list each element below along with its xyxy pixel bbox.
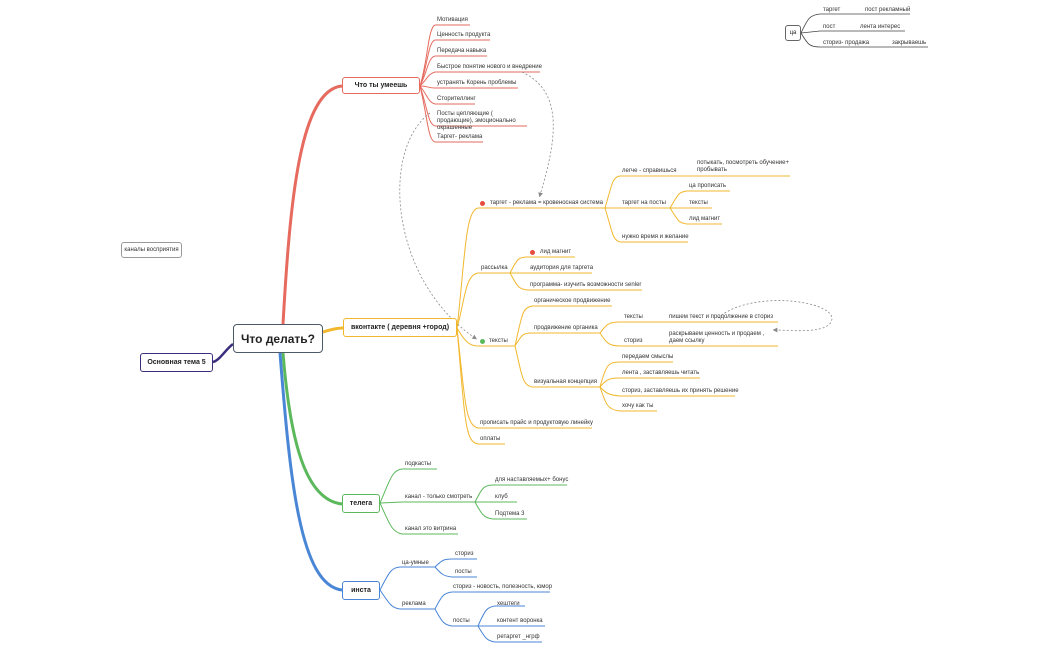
subtopic-organic[interactable]: органическое продвижение [534, 298, 611, 304]
qa-row-left[interactable]: пост [823, 24, 836, 30]
qa-row-left[interactable]: таргет [823, 7, 841, 13]
subtopic-mailing-child[interactable]: программа- изучить возможности senler [530, 282, 642, 288]
subtopic-target-posts-child[interactable]: лид магнит [689, 216, 721, 222]
subtopic-mailing-child[interactable]: аудитория для таргета [530, 265, 594, 271]
qa-row-right[interactable]: пост рекламный [865, 7, 911, 13]
subtopic-texts[interactable]: тексты [489, 338, 508, 344]
subtopic-easier[interactable]: легче - справишься [622, 168, 677, 174]
topic-telega[interactable]: телега [342, 494, 380, 513]
subtopic-target[interactable]: таргет - реклама = кровеносная система [490, 200, 603, 206]
root-to-skills-connector [281, 84, 343, 325]
subtopic-target-posts-child[interactable]: тексты [689, 200, 708, 206]
subtopic-visual-child[interactable]: хочу как ты [622, 403, 654, 409]
relation-arrow-2 [399, 112, 477, 340]
subtopic-mailing-child[interactable]: лид магнит [540, 249, 572, 255]
subtopic-smart-child[interactable]: посты [455, 569, 472, 575]
subtopic-visual-child[interactable]: передаем смыслы [622, 354, 674, 360]
red-marker-icon [530, 250, 535, 255]
subtopic-smart[interactable]: ца-умные [402, 560, 429, 566]
subtopic-channel[interactable]: канал - только смотреть [405, 494, 473, 500]
root-to-telega-connector [281, 352, 343, 506]
subtopic-smart-child[interactable]: сториз [455, 551, 474, 557]
subtopic-ads-posts-child[interactable]: ретаргет _нгрф [497, 634, 540, 640]
subtopic-mailing[interactable]: рассылка [481, 265, 508, 271]
topic-insta[interactable]: инста [342, 581, 380, 600]
subtopic-ads-posts[interactable]: посты [453, 618, 470, 624]
subtopic-visual-child[interactable]: лента , заставляешь читать [622, 370, 700, 376]
relation-arrow-1 [521, 71, 554, 198]
subtopic-podcasts[interactable]: подкасты [405, 461, 432, 467]
topic-vk[interactable]: вконтакте ( деревня +город) [343, 318, 457, 337]
floating-topic[interactable]: каналы восприятия [121, 242, 182, 258]
subtopic-target-posts[interactable]: таргет на посты [622, 200, 666, 206]
telega-branch-lines [379, 468, 567, 535]
subtopic-ads-posts-child[interactable]: контент воронка [497, 618, 543, 624]
root-topic[interactable]: Что делать? [233, 324, 323, 353]
vk-branch-lines [456, 175, 790, 445]
relation-arrow-3 [717, 300, 833, 333]
skills-branch-lines [419, 24, 540, 143]
subtopic-ads-posts-child[interactable]: хештеги [497, 601, 520, 607]
subtopic-organic-promo[interactable]: продвижение органика [534, 325, 598, 331]
subtopic-ads[interactable]: реклама [402, 601, 426, 607]
main-topic-5[interactable]: Основная тема 5 [140, 353, 213, 372]
red-marker-icon [480, 201, 485, 206]
subtopic-promo-texts[interactable]: тексты [624, 314, 643, 320]
qa-row-right[interactable]: лента интерес [860, 24, 901, 30]
qa-row-right[interactable]: закрываешь [892, 40, 927, 46]
subtopic-channel-child[interactable]: клуб [495, 494, 508, 500]
subtopic-skill[interactable]: Передача навыка [437, 48, 487, 54]
root-to-vk-connector [322, 326, 344, 334]
subtopic-promo-texts-child[interactable]: пишем текст и продолжение в сториз [669, 314, 774, 320]
subtopic-promo-stories-child[interactable]: раскрываем ценность и продаем , даем ссы… [669, 331, 765, 344]
subtopic-promo-stories[interactable]: сториз [624, 338, 643, 344]
subtopic-visual-child[interactable]: сториз, заставляешь их принять решение [622, 388, 739, 394]
subtopic-channel-child[interactable]: для наставляемых+ бонус [495, 477, 569, 483]
subtopic-channel-child[interactable]: Подтема 3 [495, 511, 525, 517]
subtopic-skill[interactable]: Ценность продукта [437, 32, 491, 38]
subtopic-skill[interactable]: Быстрое понятие нового и внедрение [437, 64, 542, 70]
subtopic-skill[interactable]: Сторителлинг [437, 96, 476, 102]
subtopic-easier-child[interactable]: потыкать, посмотреть обучение+ пробывать [697, 160, 789, 173]
subtopic-price[interactable]: прописать прайс и продуктовую линейку [480, 420, 594, 426]
subtopic-time[interactable]: нужно время и желание [622, 234, 689, 240]
subtopic-showcase[interactable]: канал это витрина [405, 526, 457, 532]
insta-branch-lines [379, 558, 550, 643]
subtopic-skill[interactable]: Таргет- реклама [437, 134, 483, 140]
green-marker-icon [480, 339, 485, 344]
subtopic-skill[interactable]: Мотивация [437, 17, 468, 23]
root-to-main5-connector [212, 343, 234, 364]
qa-row-left[interactable]: сториз- продажа [823, 40, 870, 46]
qa-table-lines [800, 13, 928, 48]
subtopic-skill[interactable]: Посты цепляющие ( продающие), эмоциональ… [437, 111, 516, 131]
root-to-insta-connector [278, 352, 343, 592]
subtopic-visual[interactable]: визуальная концепция [534, 379, 598, 385]
qa-topic[interactable]: ца [785, 25, 801, 41]
topic-skills[interactable]: Что ты умеешь [342, 77, 420, 94]
subtopic-skill[interactable]: устранять Корень проблемы [437, 80, 517, 86]
subtopic-payments[interactable]: оплаты [480, 436, 501, 442]
subtopic-target-posts-child[interactable]: ца прописать [689, 183, 727, 189]
subtopic-ads-stories[interactable]: сториз - новость, полезность, юмор [453, 584, 553, 590]
